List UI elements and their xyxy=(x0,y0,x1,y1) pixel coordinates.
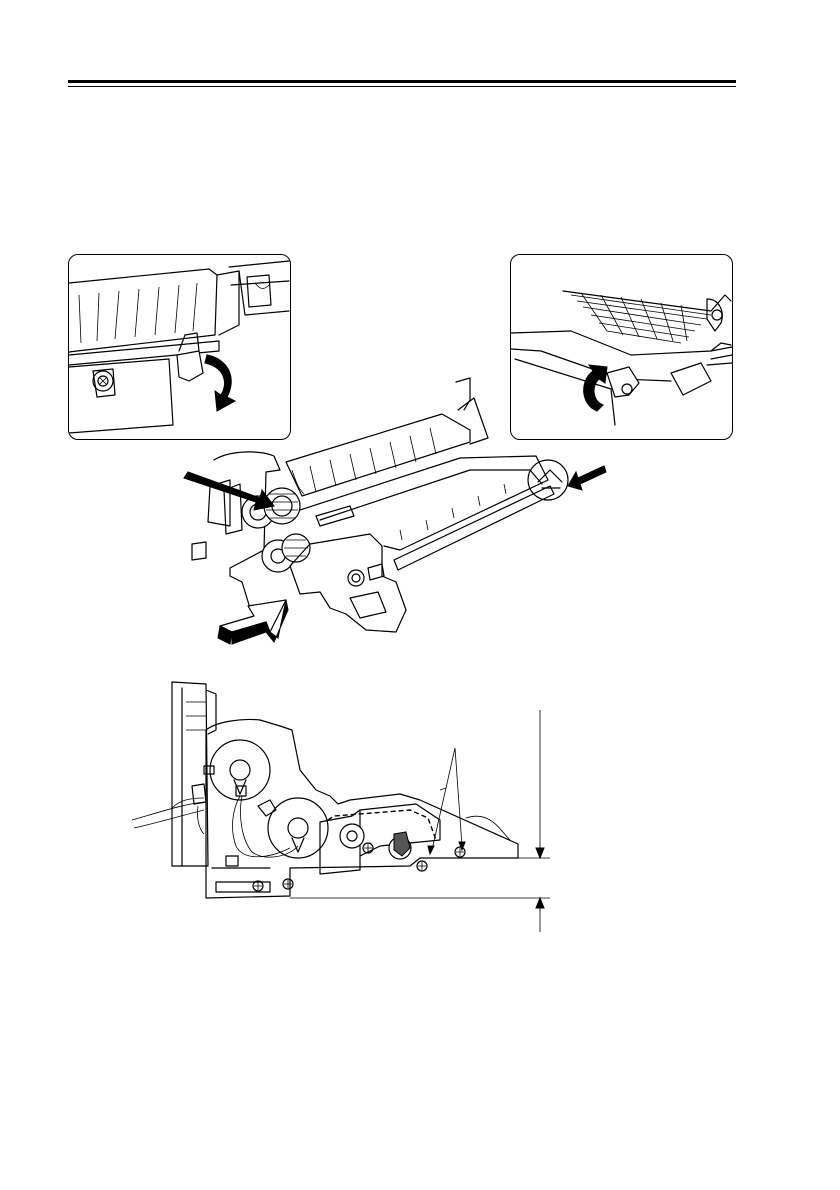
screw-icon xyxy=(253,881,263,891)
screw-icon xyxy=(283,879,293,889)
screw-icon xyxy=(417,861,427,871)
side-view-diagram xyxy=(120,670,560,950)
header-rule-thick xyxy=(68,80,736,83)
screw-icon xyxy=(455,847,465,857)
header-rule-thin xyxy=(68,86,736,87)
main-assembly-illustration xyxy=(170,370,650,590)
pointer-arrow-icon-right xyxy=(568,466,606,490)
pointer-arrow-icon xyxy=(184,472,274,510)
